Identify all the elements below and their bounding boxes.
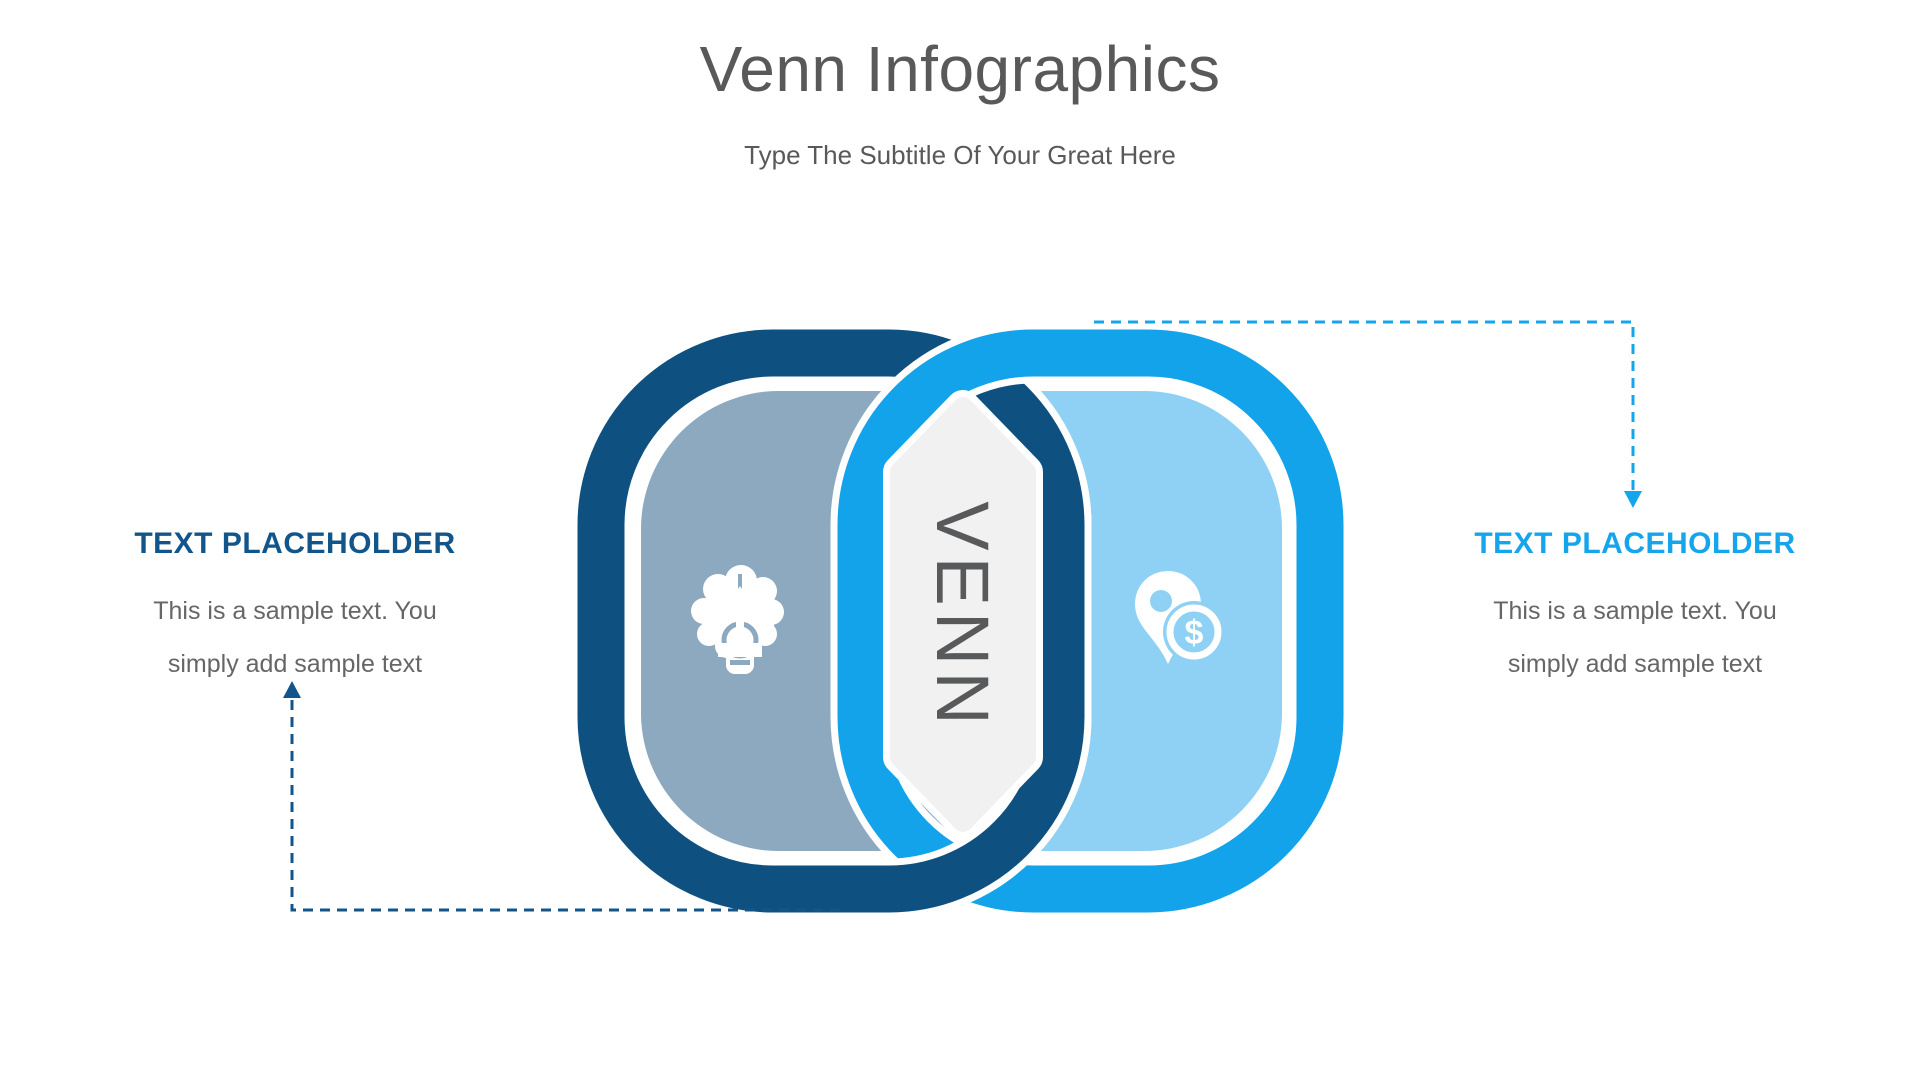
up-arrow-glyph	[728, 586, 752, 604]
left-heading[interactable]: TEXT PLACEHOLDER	[134, 527, 456, 560]
right-heading[interactable]: TEXT PLACEHOLDER	[1474, 527, 1796, 560]
slide-subtitle[interactable]: Type The Subtitle Of Your Great Here	[744, 140, 1176, 170]
left-text-placeholder[interactable]: TEXT PLACEHOLDER This is a sample text. …	[65, 527, 525, 691]
bulb-slot	[730, 660, 750, 665]
right-text-placeholder[interactable]: TEXT PLACEHOLDER This is a sample text. …	[1405, 527, 1865, 691]
dollar-sign: $	[1185, 614, 1204, 652]
down-arrowhead-icon	[1624, 491, 1642, 508]
center-shape	[890, 397, 1036, 832]
left-body-line-2: simply add sample text	[167, 650, 423, 678]
coin-ring	[1166, 604, 1222, 660]
brain-idea-icon	[691, 565, 784, 674]
center-label[interactable]: VENN	[921, 501, 1004, 731]
left-body-line-1: This is a sample text. You	[153, 597, 437, 625]
right-connector	[1094, 320, 1642, 508]
right-body-line-2: simply add sample text	[1507, 650, 1763, 678]
up-arrowhead-icon	[283, 681, 301, 698]
left-connector	[283, 681, 840, 912]
right-body-line-1: This is a sample text. You	[1493, 597, 1777, 625]
right-ring-blue	[830, 322, 1351, 920]
location-money-icon: $	[1135, 571, 1225, 664]
slide-title[interactable]: Venn Infographics	[699, 33, 1221, 105]
pin-hole	[1150, 590, 1172, 612]
